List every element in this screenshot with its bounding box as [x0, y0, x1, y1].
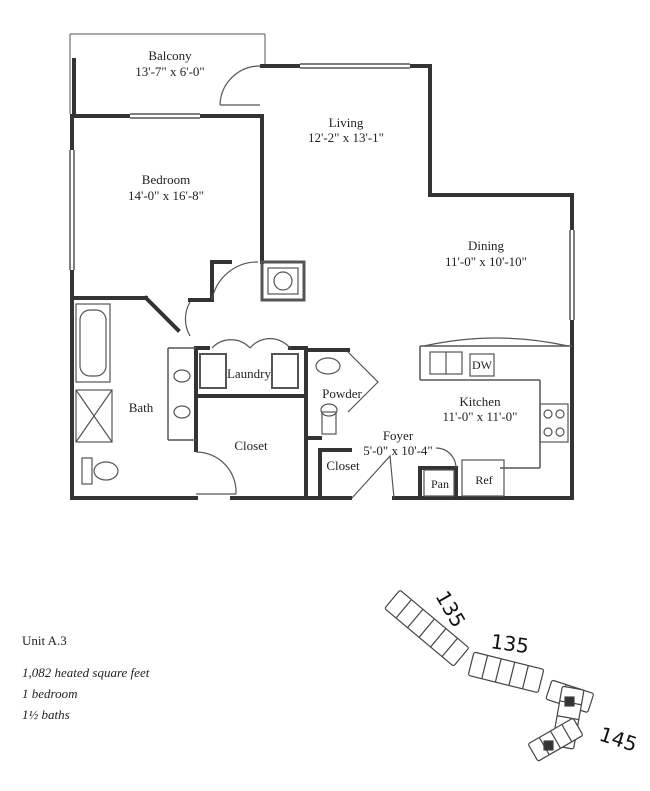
room-label-ref: Ref	[475, 473, 492, 487]
room-label-balcony: Balcony	[148, 48, 192, 63]
room-label-foyer: Foyer	[383, 428, 414, 443]
walls	[70, 58, 574, 500]
room-label-closet-main: Closet	[234, 438, 268, 453]
room-dims-dining: 11'-0" x 10'-10"	[445, 254, 527, 269]
room-label-dining: Dining	[468, 238, 505, 253]
room-label-living: Living	[329, 115, 364, 130]
room-dims-bedroom: 14'-0" x 16'-8"	[128, 188, 204, 203]
room-dims-foyer: 5'-0" x 10'-4"	[363, 443, 432, 458]
unit-bedrooms: 1 bedroom	[22, 686, 78, 701]
unit-name: Unit A.3	[22, 633, 67, 648]
building-label-3: 145	[596, 722, 640, 757]
room-label-dw: DW	[472, 358, 493, 372]
balcony-outline	[69, 33, 266, 114]
site-key-plan	[384, 590, 594, 762]
room-labels: Balcony 13'-7" x 6'-0" Living 12'-2" x 1…	[128, 48, 527, 491]
building-label-2: 135	[489, 629, 530, 658]
fixtures	[75, 260, 569, 497]
unit-area: 1,082 heated square feet	[22, 665, 150, 680]
room-label-laundry: Laundry	[227, 366, 272, 381]
room-dims-balcony: 13'-7" x 6'-0"	[135, 64, 204, 79]
room-label-pan: Pan	[431, 477, 449, 491]
room-label-powder: Powder	[322, 386, 362, 401]
room-label-bedroom: Bedroom	[142, 172, 190, 187]
room-label-bath: Bath	[129, 400, 154, 415]
room-label-kitchen: Kitchen	[459, 394, 501, 409]
room-dims-kitchen: 11'-0" x 11'-0"	[443, 409, 518, 424]
unit-baths: 1½ baths	[22, 707, 70, 722]
door-swings	[184, 65, 457, 499]
room-label-closet-foyer: Closet	[326, 458, 360, 473]
room-dims-living: 12'-2" x 13'-1"	[308, 130, 384, 145]
